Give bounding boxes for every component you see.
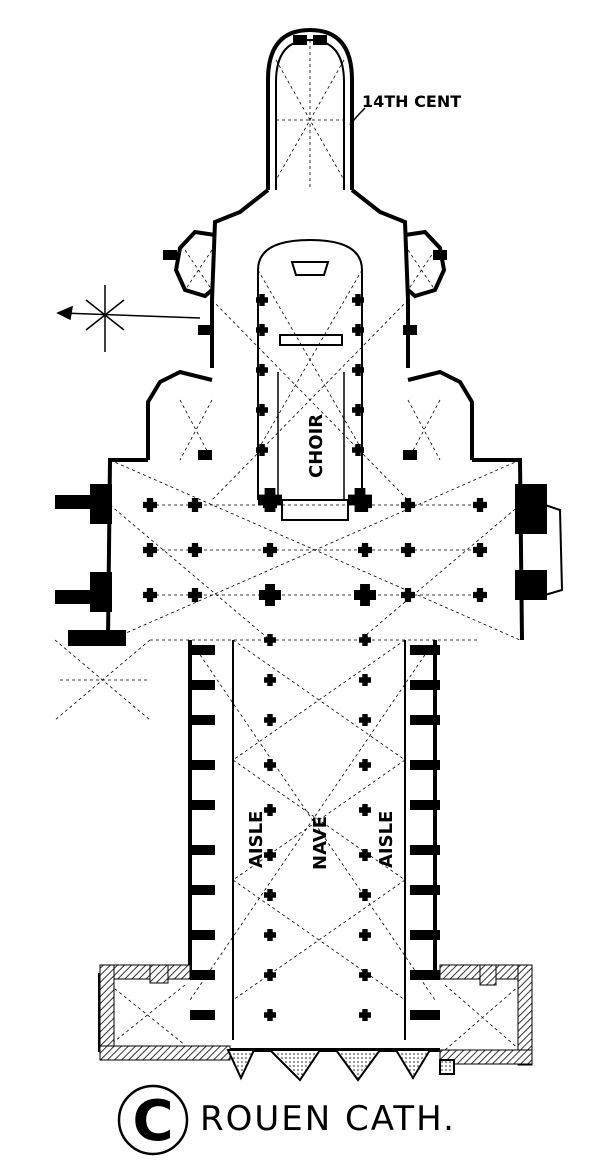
transept-pier bbox=[401, 498, 415, 512]
title-monogram-ring bbox=[117, 1084, 189, 1156]
transept-pier bbox=[188, 498, 202, 512]
choir-pier bbox=[352, 324, 364, 336]
aisle-buttress bbox=[190, 885, 215, 895]
north-transept-portal bbox=[55, 484, 126, 646]
chevet-buttress bbox=[433, 250, 447, 260]
vault-ribs bbox=[54, 40, 521, 1051]
chevet-buttress bbox=[403, 450, 417, 460]
nave-pier bbox=[264, 714, 276, 726]
south-transept-portal bbox=[515, 484, 564, 600]
aisle-buttress bbox=[190, 1010, 215, 1020]
century-leader bbox=[349, 107, 366, 126]
aisle-buttress bbox=[410, 845, 440, 855]
nave-pier bbox=[264, 759, 276, 771]
choir-pier bbox=[256, 364, 268, 376]
aisle-buttress bbox=[190, 800, 215, 810]
north-arrow-icon bbox=[56, 305, 201, 321]
arcade-lines bbox=[232, 238, 406, 1040]
aisle-buttress bbox=[410, 970, 440, 980]
plan-title: ROUEN CATH. bbox=[200, 1099, 456, 1139]
stippled-buttress-icon bbox=[226, 1049, 455, 1082]
piers bbox=[143, 294, 487, 1021]
transept-pier bbox=[143, 498, 157, 512]
nave-pier bbox=[264, 849, 276, 861]
crossing-pier bbox=[348, 488, 372, 512]
transept-pier bbox=[259, 584, 281, 606]
aisle-buttress bbox=[190, 680, 215, 690]
aisle-buttress bbox=[410, 715, 440, 725]
choir-pier bbox=[256, 444, 268, 456]
aisle-buttresses bbox=[163, 35, 447, 1020]
transept-pier bbox=[401, 588, 415, 602]
nave-pier bbox=[359, 804, 371, 816]
nave-pier bbox=[359, 889, 371, 901]
nave-pier bbox=[264, 1009, 276, 1021]
nave-pier bbox=[359, 929, 371, 941]
aisle-buttress bbox=[190, 930, 215, 940]
aisle-buttress bbox=[410, 645, 440, 655]
chevet-buttress bbox=[198, 450, 212, 460]
nave-pier bbox=[264, 969, 276, 981]
choir-pier bbox=[256, 294, 268, 306]
transept-pier bbox=[473, 588, 487, 602]
aisle-buttress bbox=[190, 845, 215, 855]
transept-pier bbox=[143, 588, 157, 602]
nave-pier bbox=[359, 634, 371, 646]
aisle-buttress bbox=[190, 970, 215, 980]
century-note: 14TH CENT bbox=[362, 92, 461, 111]
choir-pier bbox=[352, 294, 364, 306]
tower-walls bbox=[99, 964, 533, 1066]
nave-pier bbox=[264, 804, 276, 816]
chevet-buttress bbox=[403, 325, 417, 335]
transept-pier bbox=[473, 498, 487, 512]
choir-pier bbox=[352, 364, 364, 376]
nave-pier bbox=[359, 674, 371, 686]
nave-pier bbox=[264, 634, 276, 646]
choir-pier bbox=[256, 324, 268, 336]
choir-pier bbox=[352, 444, 364, 456]
aisle-buttress bbox=[410, 1010, 440, 1020]
crossing-pier bbox=[258, 488, 282, 512]
aisle-buttress bbox=[190, 715, 215, 725]
transept-pier bbox=[188, 543, 202, 557]
nave-pier bbox=[264, 889, 276, 901]
nave-pier bbox=[264, 929, 276, 941]
nave-pier bbox=[359, 759, 371, 771]
title-block: C ROUEN CATH. bbox=[117, 1084, 456, 1156]
transept-pier bbox=[188, 588, 202, 602]
outer-walls bbox=[98, 27, 532, 1062]
transept-pier bbox=[143, 543, 157, 557]
compass-rose-icon bbox=[85, 285, 125, 352]
transept-pier bbox=[401, 543, 415, 557]
transept-pier bbox=[473, 543, 487, 557]
choir-pier bbox=[256, 404, 268, 416]
transept-pier bbox=[263, 543, 277, 557]
aisle-left-label: AISLE bbox=[246, 811, 267, 868]
chevet-buttress bbox=[313, 35, 327, 45]
nave-pier bbox=[264, 674, 276, 686]
aisle-buttress bbox=[410, 760, 440, 770]
choir-pier bbox=[352, 404, 364, 416]
aisle-buttress bbox=[190, 645, 215, 655]
aisle-right-label: AISLE bbox=[376, 811, 397, 868]
transept-pier bbox=[358, 543, 372, 557]
title-monogram: C bbox=[132, 1089, 173, 1154]
chevet-buttress bbox=[198, 325, 212, 335]
chevet-buttress bbox=[293, 35, 307, 45]
chevet-buttress bbox=[163, 250, 177, 260]
aisle-buttress bbox=[410, 680, 440, 690]
aisle-buttress bbox=[410, 885, 440, 895]
nave-pier bbox=[359, 969, 371, 981]
nave-label: NAVE bbox=[310, 816, 331, 870]
aisle-buttress bbox=[410, 930, 440, 940]
nave-pier bbox=[359, 1009, 371, 1021]
choir-label: CHOIR bbox=[306, 414, 327, 478]
transept-pier bbox=[354, 584, 376, 606]
nave-pier bbox=[359, 849, 371, 861]
aisle-buttress bbox=[410, 800, 440, 810]
aisle-buttress bbox=[190, 760, 215, 770]
nave-pier bbox=[359, 714, 371, 726]
